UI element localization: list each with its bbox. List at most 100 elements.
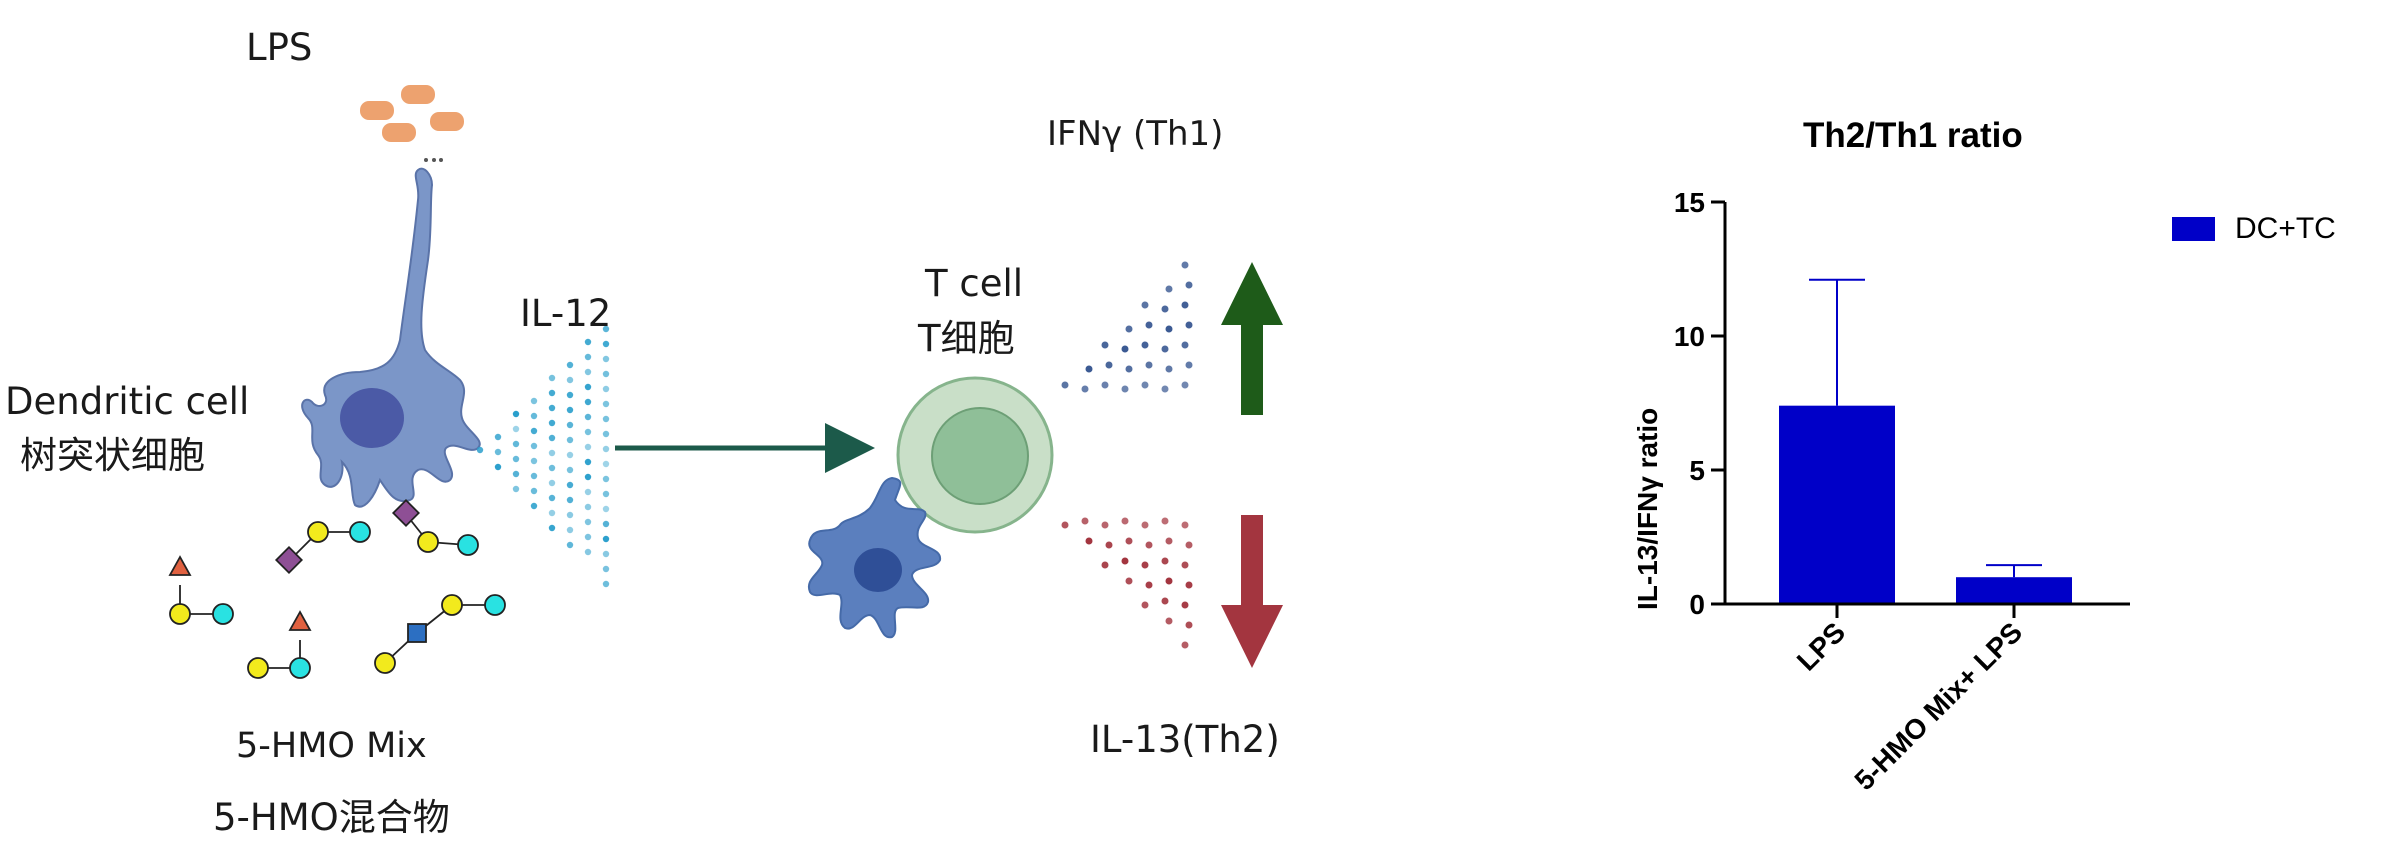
x-tick-label-0: LPS [1791, 616, 1851, 676]
ifng-dot-17 [1162, 346, 1169, 353]
il12-dot-72 [603, 551, 609, 557]
lps-label: LPS [246, 26, 312, 69]
ifng-dot-3 [1102, 382, 1109, 389]
il13-dot-24 [1186, 582, 1193, 589]
il12-dot-23 [549, 450, 555, 456]
lps-bacteria-icon [360, 85, 464, 162]
ifng-dot-21 [1182, 382, 1189, 389]
il12-dot-27 [549, 510, 555, 516]
ifng-dot-13 [1146, 322, 1153, 329]
ifng-dot-27 [1182, 262, 1189, 269]
il13-dot-14 [1142, 602, 1149, 609]
legend-label: DC+TC [2235, 212, 2336, 246]
il12-dot-49 [585, 444, 591, 450]
il12-dot-20 [549, 405, 555, 411]
il12-dot-4 [513, 411, 519, 417]
il12-dot-8 [513, 471, 519, 477]
il12-dot-43 [585, 354, 591, 360]
t-cell-cn-label: T细胞 [918, 308, 1015, 362]
il13-cytokine-dots [1062, 518, 1193, 649]
il12-dot-47 [585, 414, 591, 420]
il12-dot-41 [567, 542, 573, 548]
ifng-dot-12 [1142, 342, 1149, 349]
il13-dot-26 [1186, 622, 1193, 629]
ifng-dot-4 [1106, 362, 1113, 369]
ifng-dot-26 [1186, 282, 1193, 289]
il13-dot-7 [1126, 538, 1133, 545]
il12-dot-71 [603, 536, 609, 542]
il13-dot-23 [1182, 562, 1189, 569]
y-tick-label-0: 0 [1689, 589, 1705, 620]
il12-dot-2 [495, 449, 501, 455]
il13-dot-22 [1186, 542, 1193, 549]
ifng-dot-16 [1166, 366, 1173, 373]
ifng-dot-9 [1126, 326, 1133, 333]
bar-0 [1779, 406, 1895, 604]
bar-1 [1956, 577, 2072, 604]
y-tick-label-3: 15 [1674, 187, 1705, 218]
il12-dot-62 [603, 401, 609, 407]
ifng-dot-22 [1186, 362, 1193, 369]
il12-dot-50 [585, 459, 591, 465]
il13-dot-17 [1162, 558, 1169, 565]
down-arrow-icon [1221, 515, 1283, 668]
ifng-dot-1 [1082, 386, 1089, 393]
ifng-dot-11 [1146, 362, 1153, 369]
ifng-dot-6 [1122, 386, 1129, 393]
il12-dot-74 [603, 581, 609, 587]
ifng-dot-23 [1182, 342, 1189, 349]
hmo-mix-cn-label: 5-HMO混合物 [213, 787, 450, 841]
il12-dot-68 [603, 491, 609, 497]
il12-dot-7 [513, 456, 519, 462]
y-tick-label-1: 5 [1689, 455, 1705, 486]
il12-dot-58 [603, 341, 609, 347]
il13-dot-2 [1086, 538, 1093, 545]
ifng-dot-2 [1086, 366, 1093, 373]
il13-dot-12 [1142, 562, 1149, 569]
il12-dot-35 [567, 452, 573, 458]
il12-dot-54 [585, 519, 591, 525]
ifng-dot-19 [1162, 306, 1169, 313]
il12-dot-66 [603, 461, 609, 467]
il12-dot-24 [549, 465, 555, 471]
il12-dot-13 [531, 443, 537, 449]
il12-dot-55 [585, 534, 591, 540]
il12-dot-30 [567, 377, 573, 383]
il12-dot-14 [531, 458, 537, 464]
il12-dot-34 [567, 437, 573, 443]
hmo-glycans-icon [170, 500, 505, 678]
il12-dot-59 [603, 356, 609, 362]
il13-dot-13 [1146, 582, 1153, 589]
ifng-dot-14 [1142, 302, 1149, 309]
il12-dot-19 [549, 390, 555, 396]
il13-dot-1 [1082, 518, 1089, 525]
legend-swatch [2172, 217, 2215, 241]
dendritic-cell-label: Dendritic cell [5, 380, 249, 423]
il12-dot-3 [495, 464, 501, 470]
il12-dot-46 [585, 399, 591, 405]
il13-dot-5 [1102, 562, 1109, 569]
il13-label: IL-13(Th2) [1090, 718, 1280, 761]
il12-dot-21 [549, 420, 555, 426]
il12-dot-65 [603, 446, 609, 452]
il13-dot-0 [1062, 522, 1069, 529]
il12-dot-12 [531, 428, 537, 434]
ifng-dot-24 [1186, 322, 1193, 329]
il12-dot-31 [567, 392, 573, 398]
il12-dot-39 [567, 512, 573, 518]
il12-dot-48 [585, 429, 591, 435]
il12-cytokine-dots [477, 326, 609, 587]
il12-dot-9 [513, 486, 519, 492]
il12-dot-51 [585, 474, 591, 480]
ifng-dot-25 [1182, 302, 1189, 309]
il13-dot-20 [1166, 618, 1173, 625]
il12-dot-10 [531, 398, 537, 404]
il13-dot-3 [1102, 522, 1109, 529]
il12-dot-11 [531, 413, 537, 419]
il12-dot-15 [531, 473, 537, 479]
il12-dot-56 [585, 549, 591, 555]
hmo-mix-label: 5-HMO Mix [236, 726, 427, 766]
il12-dot-64 [603, 431, 609, 437]
il12-dot-67 [603, 476, 609, 482]
il12-dot-53 [585, 504, 591, 510]
